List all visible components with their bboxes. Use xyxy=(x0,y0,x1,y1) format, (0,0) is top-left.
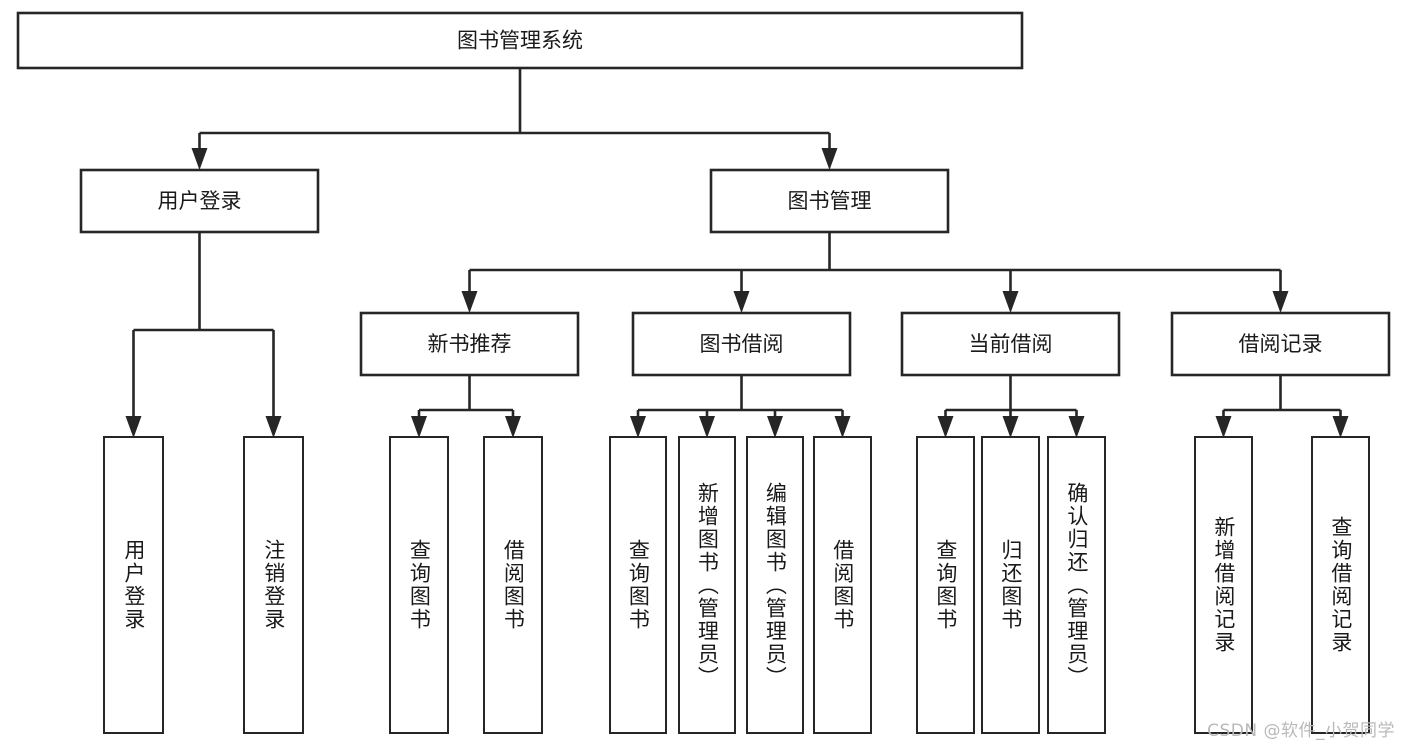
node-level3-borrow-record-label: 借阅记录 xyxy=(1239,332,1323,356)
node-level2-book-management-rect[interactable] xyxy=(709,168,950,234)
leaf-node-leaf-query-book-2[interactable]: 查询图书 xyxy=(609,436,667,734)
node-root[interactable]: 图书管理系统 xyxy=(16,11,1024,70)
leaf-node-leaf-confirm-return[interactable]: 确认归还（管理员） xyxy=(1047,436,1106,734)
arrow-borrow-record-0 xyxy=(1215,416,1232,438)
leaf-node-leaf-edit-book[interactable]: 编辑图书（管理员） xyxy=(746,436,804,734)
leaf-node-label: 新增图书（管理员） xyxy=(695,481,720,689)
arrow-book-borrow-3 xyxy=(834,416,851,438)
leaf-node-leaf-query-book-1[interactable]: 查询图书 xyxy=(389,436,449,734)
arrow-level3-3 xyxy=(1272,291,1289,313)
arrow-current-borrow-2 xyxy=(1068,416,1085,438)
leaf-node-label: 注销登录 xyxy=(261,539,286,631)
node-level3-new-book-recommend[interactable]: 新书推荐 xyxy=(359,311,580,377)
leaf-node-label: 借阅图书 xyxy=(501,539,526,631)
arrow-level3-0 xyxy=(461,291,478,313)
leaf-node-leaf-add-record[interactable]: 新增借阅记录 xyxy=(1194,436,1253,734)
leaf-node-label: 归还图书 xyxy=(998,539,1023,631)
node-level3-current-borrow-label: 当前借阅 xyxy=(969,332,1053,356)
leaf-node-leaf-borrow-book-2[interactable]: 借阅图书 xyxy=(813,436,872,734)
node-level3-new-book-recommend-label: 新书推荐 xyxy=(428,332,512,356)
arrow-book-borrow-0 xyxy=(630,416,646,438)
leaf-node-label: 编辑图书（管理员） xyxy=(763,481,788,689)
arrow-level3-1 xyxy=(733,291,750,313)
leaf-node-leaf-query-book-3[interactable]: 查询图书 xyxy=(916,436,975,734)
node-root-label: 图书管理系统 xyxy=(457,29,583,53)
arrow-level2-0 xyxy=(191,148,208,170)
arrow-new-book-recommend-1 xyxy=(505,416,521,438)
node-level3-new-book-recommend-rect[interactable] xyxy=(359,311,580,377)
node-level3-current-borrow[interactable]: 当前借阅 xyxy=(900,311,1121,377)
leaf-node-label: 新增借阅记录 xyxy=(1211,516,1236,654)
leaf-node-leaf-user-login[interactable]: 用户登录 xyxy=(103,436,164,734)
arrow-borrow-record-1 xyxy=(1332,416,1349,438)
leaf-node-leaf-add-book[interactable]: 新增图书（管理员） xyxy=(678,436,736,734)
arrow-current-borrow-1 xyxy=(1002,416,1019,438)
leaf-node-leaf-return-book[interactable]: 归还图书 xyxy=(981,436,1040,734)
arrow-user-login-1 xyxy=(265,416,282,438)
leaf-node-label: 用户登录 xyxy=(121,539,146,631)
leaf-node-leaf-logout[interactable]: 注销登录 xyxy=(243,436,304,734)
node-level3-borrow-record-rect[interactable] xyxy=(1170,311,1391,377)
leaf-node-label: 查询借阅记录 xyxy=(1328,516,1353,654)
arrow-book-borrow-2 xyxy=(767,416,783,438)
leaf-node-label: 确认归还（管理员） xyxy=(1064,481,1089,689)
node-level3-borrow-record[interactable]: 借阅记录 xyxy=(1170,311,1391,377)
node-level3-book-borrow[interactable]: 图书借阅 xyxy=(631,311,852,377)
node-level3-book-borrow-label: 图书借阅 xyxy=(700,332,784,356)
leaf-node-label: 查询图书 xyxy=(407,539,432,631)
arrow-user-login-0 xyxy=(125,416,142,438)
node-level2-user-login-rect[interactable] xyxy=(79,168,320,234)
arrow-current-borrow-0 xyxy=(937,416,954,438)
leaf-node-leaf-borrow-book-1[interactable]: 借阅图书 xyxy=(483,436,543,734)
arrow-level3-2 xyxy=(1002,291,1019,313)
arrow-book-borrow-1 xyxy=(699,416,715,438)
arrow-level2-1 xyxy=(821,148,838,170)
connector-layer xyxy=(125,68,1349,438)
leaf-node-label: 查询图书 xyxy=(933,539,958,631)
leaf-node-label: 查询图书 xyxy=(626,539,651,631)
node-level2-user-login-label: 用户登录 xyxy=(158,189,242,213)
node-level2-book-management-label: 图书管理 xyxy=(788,189,872,213)
node-level3-book-borrow-rect[interactable] xyxy=(631,311,852,377)
leaf-node-label: 借阅图书 xyxy=(830,539,855,631)
node-level3-current-borrow-rect[interactable] xyxy=(900,311,1121,377)
node-level2-book-management[interactable]: 图书管理 xyxy=(709,168,950,234)
arrow-new-book-recommend-0 xyxy=(411,416,427,438)
node-level2-user-login[interactable]: 用户登录 xyxy=(79,168,320,234)
node-root-rect[interactable] xyxy=(16,11,1024,70)
leaf-node-leaf-query-record[interactable]: 查询借阅记录 xyxy=(1311,436,1370,734)
